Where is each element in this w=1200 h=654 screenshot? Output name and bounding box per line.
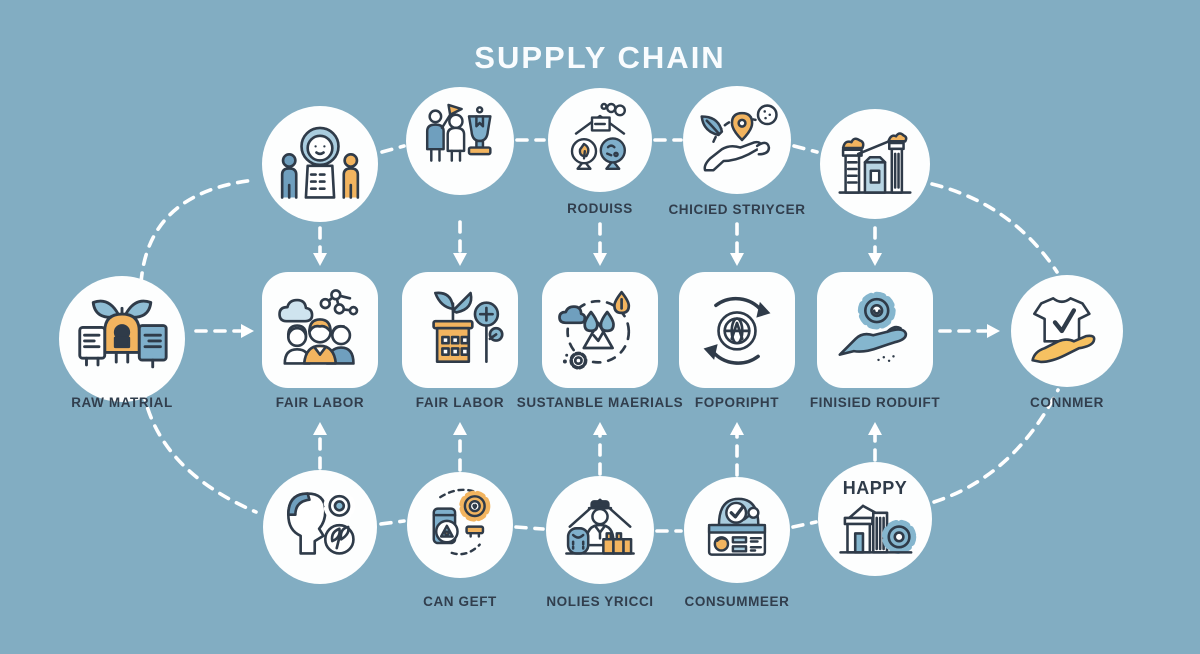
- stage-node-3: [542, 272, 658, 388]
- eco-factory-icon: [570, 102, 626, 170]
- raw-material-icon: [78, 299, 168, 369]
- label-stage-2: FAIR LABOR: [415, 395, 505, 410]
- label-stage-4: FOPORIPHT: [694, 395, 780, 410]
- top-node-roduiss: [548, 88, 652, 192]
- person-group-icon: [280, 126, 360, 199]
- raw-material-node: [59, 276, 185, 402]
- can-gear-icon: [432, 488, 491, 556]
- stage-node-4: [679, 272, 795, 388]
- label-stage-5: FINISIED RODUIFT: [809, 395, 941, 410]
- hand-pin-icon: [700, 104, 778, 172]
- top-label-chicied: CHICIED STRIYCER: [668, 202, 806, 217]
- page-title: SUPPLY CHAIN: [474, 40, 726, 75]
- top-node-2: [406, 87, 514, 195]
- people-cloud-icon: [278, 289, 359, 365]
- top-node-1: [262, 106, 378, 222]
- happy-badge: HAPPY: [842, 478, 908, 498]
- bottom-node-2: [407, 472, 513, 578]
- bottom-node-1: [263, 470, 377, 584]
- hand-gear-icon: [838, 291, 908, 363]
- label-stage-1: FAIR LABOR: [275, 395, 365, 410]
- team-trophy-icon: [425, 103, 492, 162]
- face-eco-gear-icon: [287, 490, 356, 555]
- plant-building-icon: [432, 291, 504, 363]
- receipt-icon: [707, 497, 767, 556]
- label-raw-material: RAW MATRIAL: [71, 395, 173, 410]
- happy-factory-icon: [839, 504, 917, 555]
- bottom-node-happy: HAPPY: [818, 462, 932, 576]
- stage-node-1: [262, 272, 378, 388]
- bottom-label-2: NOLIES YRICCI: [546, 594, 654, 609]
- curve-top-right: [930, 182, 1059, 274]
- top-node-chicied: [683, 86, 791, 194]
- bottom-label-1: CAN GEFT: [423, 594, 497, 609]
- consumer-node: [1011, 275, 1123, 387]
- buildings-icon: [838, 132, 912, 194]
- worker-goods-icon: [565, 498, 635, 555]
- tshirt-hand-icon: [1031, 297, 1096, 364]
- bottom-node-4: [684, 477, 790, 583]
- happy-node-content: HAPPY: [818, 462, 932, 576]
- stage-node-5: [817, 272, 933, 388]
- bottom-node-3: [546, 476, 654, 584]
- water-cycle-icon: [558, 290, 631, 370]
- bottom-label-3: CONSUMMEER: [684, 594, 790, 609]
- label-stage-3: SUSTANBLE MAERIALS: [516, 395, 684, 410]
- stage-node-2: [402, 272, 518, 388]
- recycle-globe-icon: [703, 296, 771, 365]
- label-consumer: CONNMER: [1030, 395, 1104, 410]
- curve-top-left: [139, 178, 257, 285]
- top-label-roduiss: RODUISS: [567, 201, 633, 216]
- top-node-5: [820, 109, 930, 219]
